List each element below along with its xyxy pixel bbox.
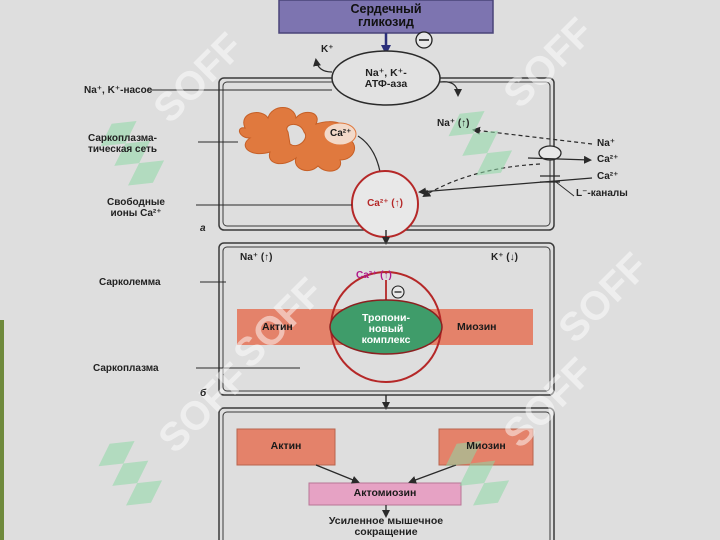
ext-na-label: Na⁺ <box>597 138 616 149</box>
l-channel-leader <box>555 181 575 197</box>
left-edge-strip <box>0 320 4 540</box>
panel-c-myosin-label: Миозин <box>466 440 506 452</box>
free-ions-line-1: Свободные <box>107 197 165 208</box>
exchanger-channel <box>538 145 562 161</box>
actin-box-c <box>236 428 336 466</box>
panel-b-letter: б <box>200 388 207 399</box>
troponin-line-1: Тропони- <box>362 312 410 324</box>
sarcoplasmic-reticulum-shape <box>238 107 355 172</box>
pump-label-line-1: Na⁺, K⁺- <box>365 67 407 79</box>
ca-influx-dashed-arrow <box>422 163 541 198</box>
na-out-arrow <box>439 81 462 97</box>
glycoside-line-1: Сердечный <box>350 2 422 16</box>
pump-side-label: Na⁺, K⁺-насос <box>84 85 153 96</box>
sr-side-label: Саркоплазма- тическая сеть <box>88 133 157 155</box>
troponin-line-3: комплекс <box>361 334 411 346</box>
result-line-2: сокращение <box>354 526 418 538</box>
watermark-logos <box>98 110 513 506</box>
sarcoplasm-label: Саркоплазма <box>93 363 159 374</box>
na-increase-label: Na⁺ (↑) <box>437 118 470 129</box>
watermark-text-4: SOFF <box>550 245 657 352</box>
panel-c-inner-border <box>222 411 551 540</box>
ca-efflux-arrow <box>527 155 592 164</box>
glycoside-line-2: гликозид <box>358 15 414 29</box>
sr-calcium-spot <box>323 122 357 146</box>
panel-b-inner-border <box>222 246 551 392</box>
pump-label: Na⁺, K⁺- АТФ-аза <box>332 68 440 90</box>
panel-b-na-label: Na⁺ (↑) <box>240 252 273 263</box>
troponin-label: Тропони- новый комплекс <box>336 313 436 346</box>
actomyosin-label: Актомиозин <box>353 487 417 499</box>
ca-l-channel-arrow <box>418 177 593 196</box>
k-plus-label: K⁺ <box>321 44 334 55</box>
l-channels-label: L⁻-каналы <box>576 188 628 199</box>
free-ions-line-2: ионы Ca²⁺ <box>110 208 162 219</box>
result-label: Усиленное мышечное сокращение <box>276 516 496 538</box>
sr-side-label-line-1: Саркоплазма- <box>88 133 157 144</box>
actin-to-actomyosin-arrow <box>315 464 360 484</box>
ext-ca-label-1: Ca²⁺ <box>597 154 619 165</box>
panel-c-outer-border <box>218 407 555 540</box>
sr-calcium-label: Ca²⁺ <box>330 128 352 139</box>
actomyosin-box <box>308 482 462 506</box>
troponin-line-2: новый <box>368 323 404 335</box>
watermark-text-2: SOFF <box>495 10 602 117</box>
free-ions-side-label: Свободные ионы Ca²⁺ <box>104 197 168 219</box>
free-ca-label: Ca²⁺ (↑) <box>367 198 403 209</box>
cardiac-glycoside-box <box>278 0 494 34</box>
glycoside-title: Сердечный гликозид <box>279 3 493 29</box>
na-k-atpase-pump <box>331 50 441 106</box>
sarcolemma-label: Сарколемма <box>99 277 161 288</box>
panel-b-ca-label: Ca²⁺ (↑) <box>356 270 392 281</box>
sr-side-label-line-2: тическая сеть <box>88 144 158 155</box>
troponin-complex <box>329 299 443 355</box>
ext-ca-label-2: Ca²⁺ <box>597 171 619 182</box>
pump-label-line-2: АТФ-аза <box>364 78 408 90</box>
result-line-1: Усиленное мышечное <box>328 515 444 527</box>
panel-b-k-label: K⁺ (↓) <box>491 252 518 263</box>
k-efflux-arrow <box>313 58 333 73</box>
panel-b-myosin-label: Миозин <box>457 321 497 333</box>
panel-b-actin-label: Актин <box>262 321 293 333</box>
myosin-to-actomyosin-arrow <box>408 464 457 484</box>
panel-c-actin-label: Актин <box>270 440 302 452</box>
panel-a-letter: а <box>200 223 206 234</box>
